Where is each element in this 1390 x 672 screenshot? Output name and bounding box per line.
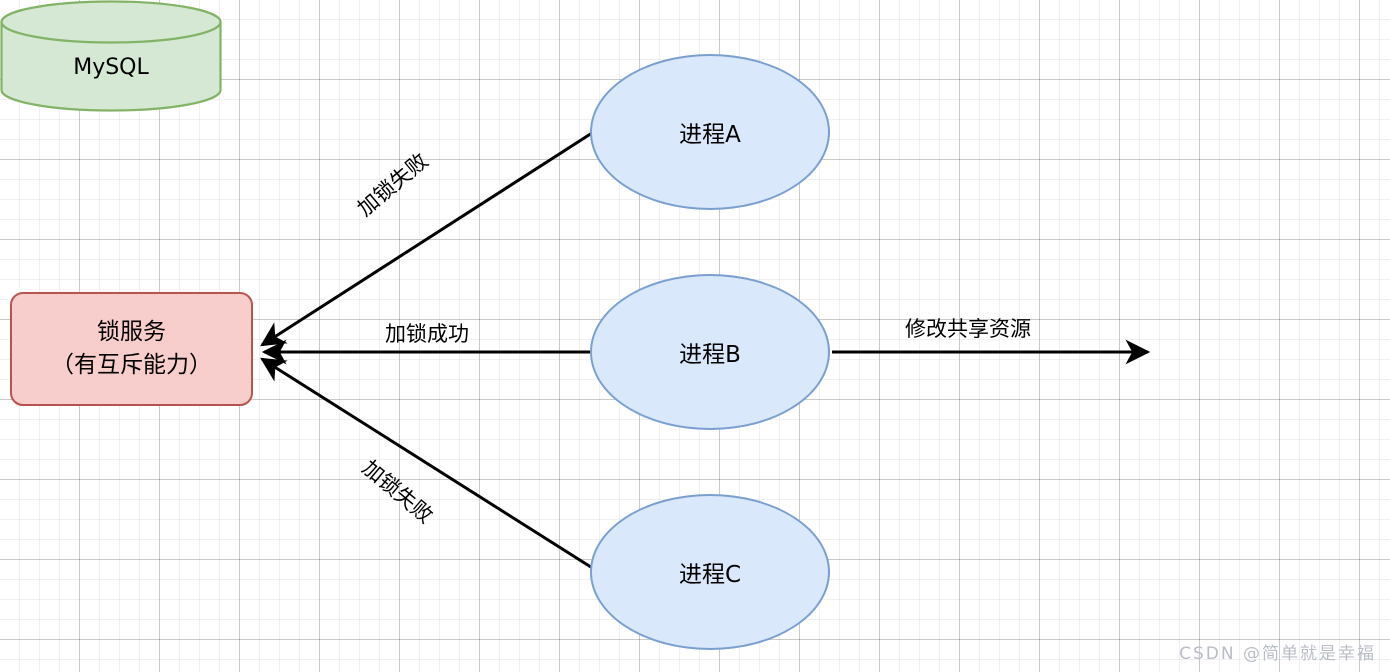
node-process-c[interactable]: 进程C — [590, 494, 830, 650]
edge-process-c-to-lock — [260, 357, 595, 571]
edge-label-lock-success: 加锁成功 — [385, 322, 469, 346]
process-c-label: 进程C — [678, 562, 742, 588]
cylinder-icon — [0, 0, 222, 112]
node-database-mysql[interactable]: MySQL — [0, 0, 222, 112]
watermark: CSDN @简单就是幸福 — [1179, 644, 1376, 664]
node-process-a[interactable]: 进程A — [590, 54, 830, 210]
database-label: MySQL — [73, 54, 149, 80]
edge-process-a-to-lock — [260, 131, 593, 347]
process-b-label: 进程B — [679, 342, 741, 368]
lock-service-label-line2: （有互斥能力） — [51, 352, 212, 378]
node-lock-service[interactable]: 锁服务 （有互斥能力） — [10, 292, 253, 406]
node-process-b[interactable]: 进程B — [590, 274, 830, 430]
process-a-label: 进程A — [679, 122, 741, 148]
edge-label-modify-shared-resource: 修改共享资源 — [905, 317, 1031, 341]
lock-service-label-line1: 锁服务 — [97, 319, 166, 346]
